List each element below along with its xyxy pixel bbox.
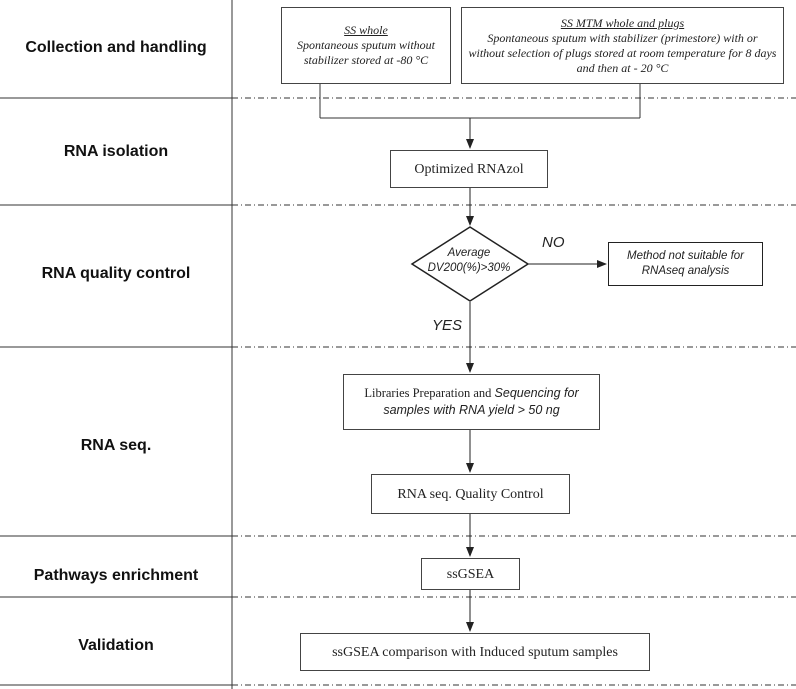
libraries-box: Libraries Preparation and Sequencing for… <box>343 374 600 430</box>
rnaseq-qc-text: RNA seq. Quality Control <box>397 486 544 502</box>
stage-label-rna-seq: RNA seq. <box>80 437 152 454</box>
ss-mtm-title: SS MTM whole and plugs <box>560 15 685 30</box>
rnaseq-qc-box: RNA seq. Quality Control <box>371 474 570 514</box>
stage-label-validation: Validation <box>78 637 154 654</box>
validation-box: ssGSEA comparison with Induced sputum sa… <box>300 633 650 671</box>
ss-mtm-text: Spontaneous sputum with stabilizer (prim… <box>468 30 777 75</box>
stage-label-rna-isolation: RNA isolation <box>63 143 169 160</box>
no-label: NO <box>542 234 565 251</box>
stage-label-collection: Collection and handling <box>25 39 207 56</box>
merge-connector <box>319 84 641 119</box>
decision-diamond <box>410 226 530 302</box>
ss-whole-text: Spontaneous sputum without stabilizer st… <box>296 38 435 67</box>
ss-mtm-box: SS MTM whole and plugs Spontaneous sputu… <box>461 7 784 84</box>
ssgsea-text: ssGSEA <box>446 566 495 582</box>
decision-text: Average DV200(%)>30% <box>427 247 511 274</box>
ssgsea-box: ssGSEA <box>421 558 520 590</box>
validation-text: ssGSEA comparison with Induced sputum sa… <box>332 644 618 660</box>
row-separators <box>0 97 796 686</box>
libraries-text-1: Libraries Preparation and <box>364 386 495 400</box>
not-suitable-text: Method not suitable for RNAseq analysis <box>627 250 744 277</box>
rnazol-text: Optimized RNAzol <box>414 161 524 177</box>
ss-whole-box: SS whole Spontaneous sputum without stab… <box>281 7 451 84</box>
stage-label-quality-control: RNA quality control <box>41 265 191 282</box>
not-suitable-box: Method not suitable for RNAseq analysis <box>608 242 763 286</box>
yes-label: YES <box>432 317 463 334</box>
libraries-text-2: Sequencing for samples with RNA yield > … <box>383 386 579 417</box>
stage-label-pathways: Pathways enrichment <box>33 567 199 584</box>
rnazol-box: Optimized RNAzol <box>390 150 548 188</box>
ss-whole-title: SS whole <box>344 23 388 37</box>
